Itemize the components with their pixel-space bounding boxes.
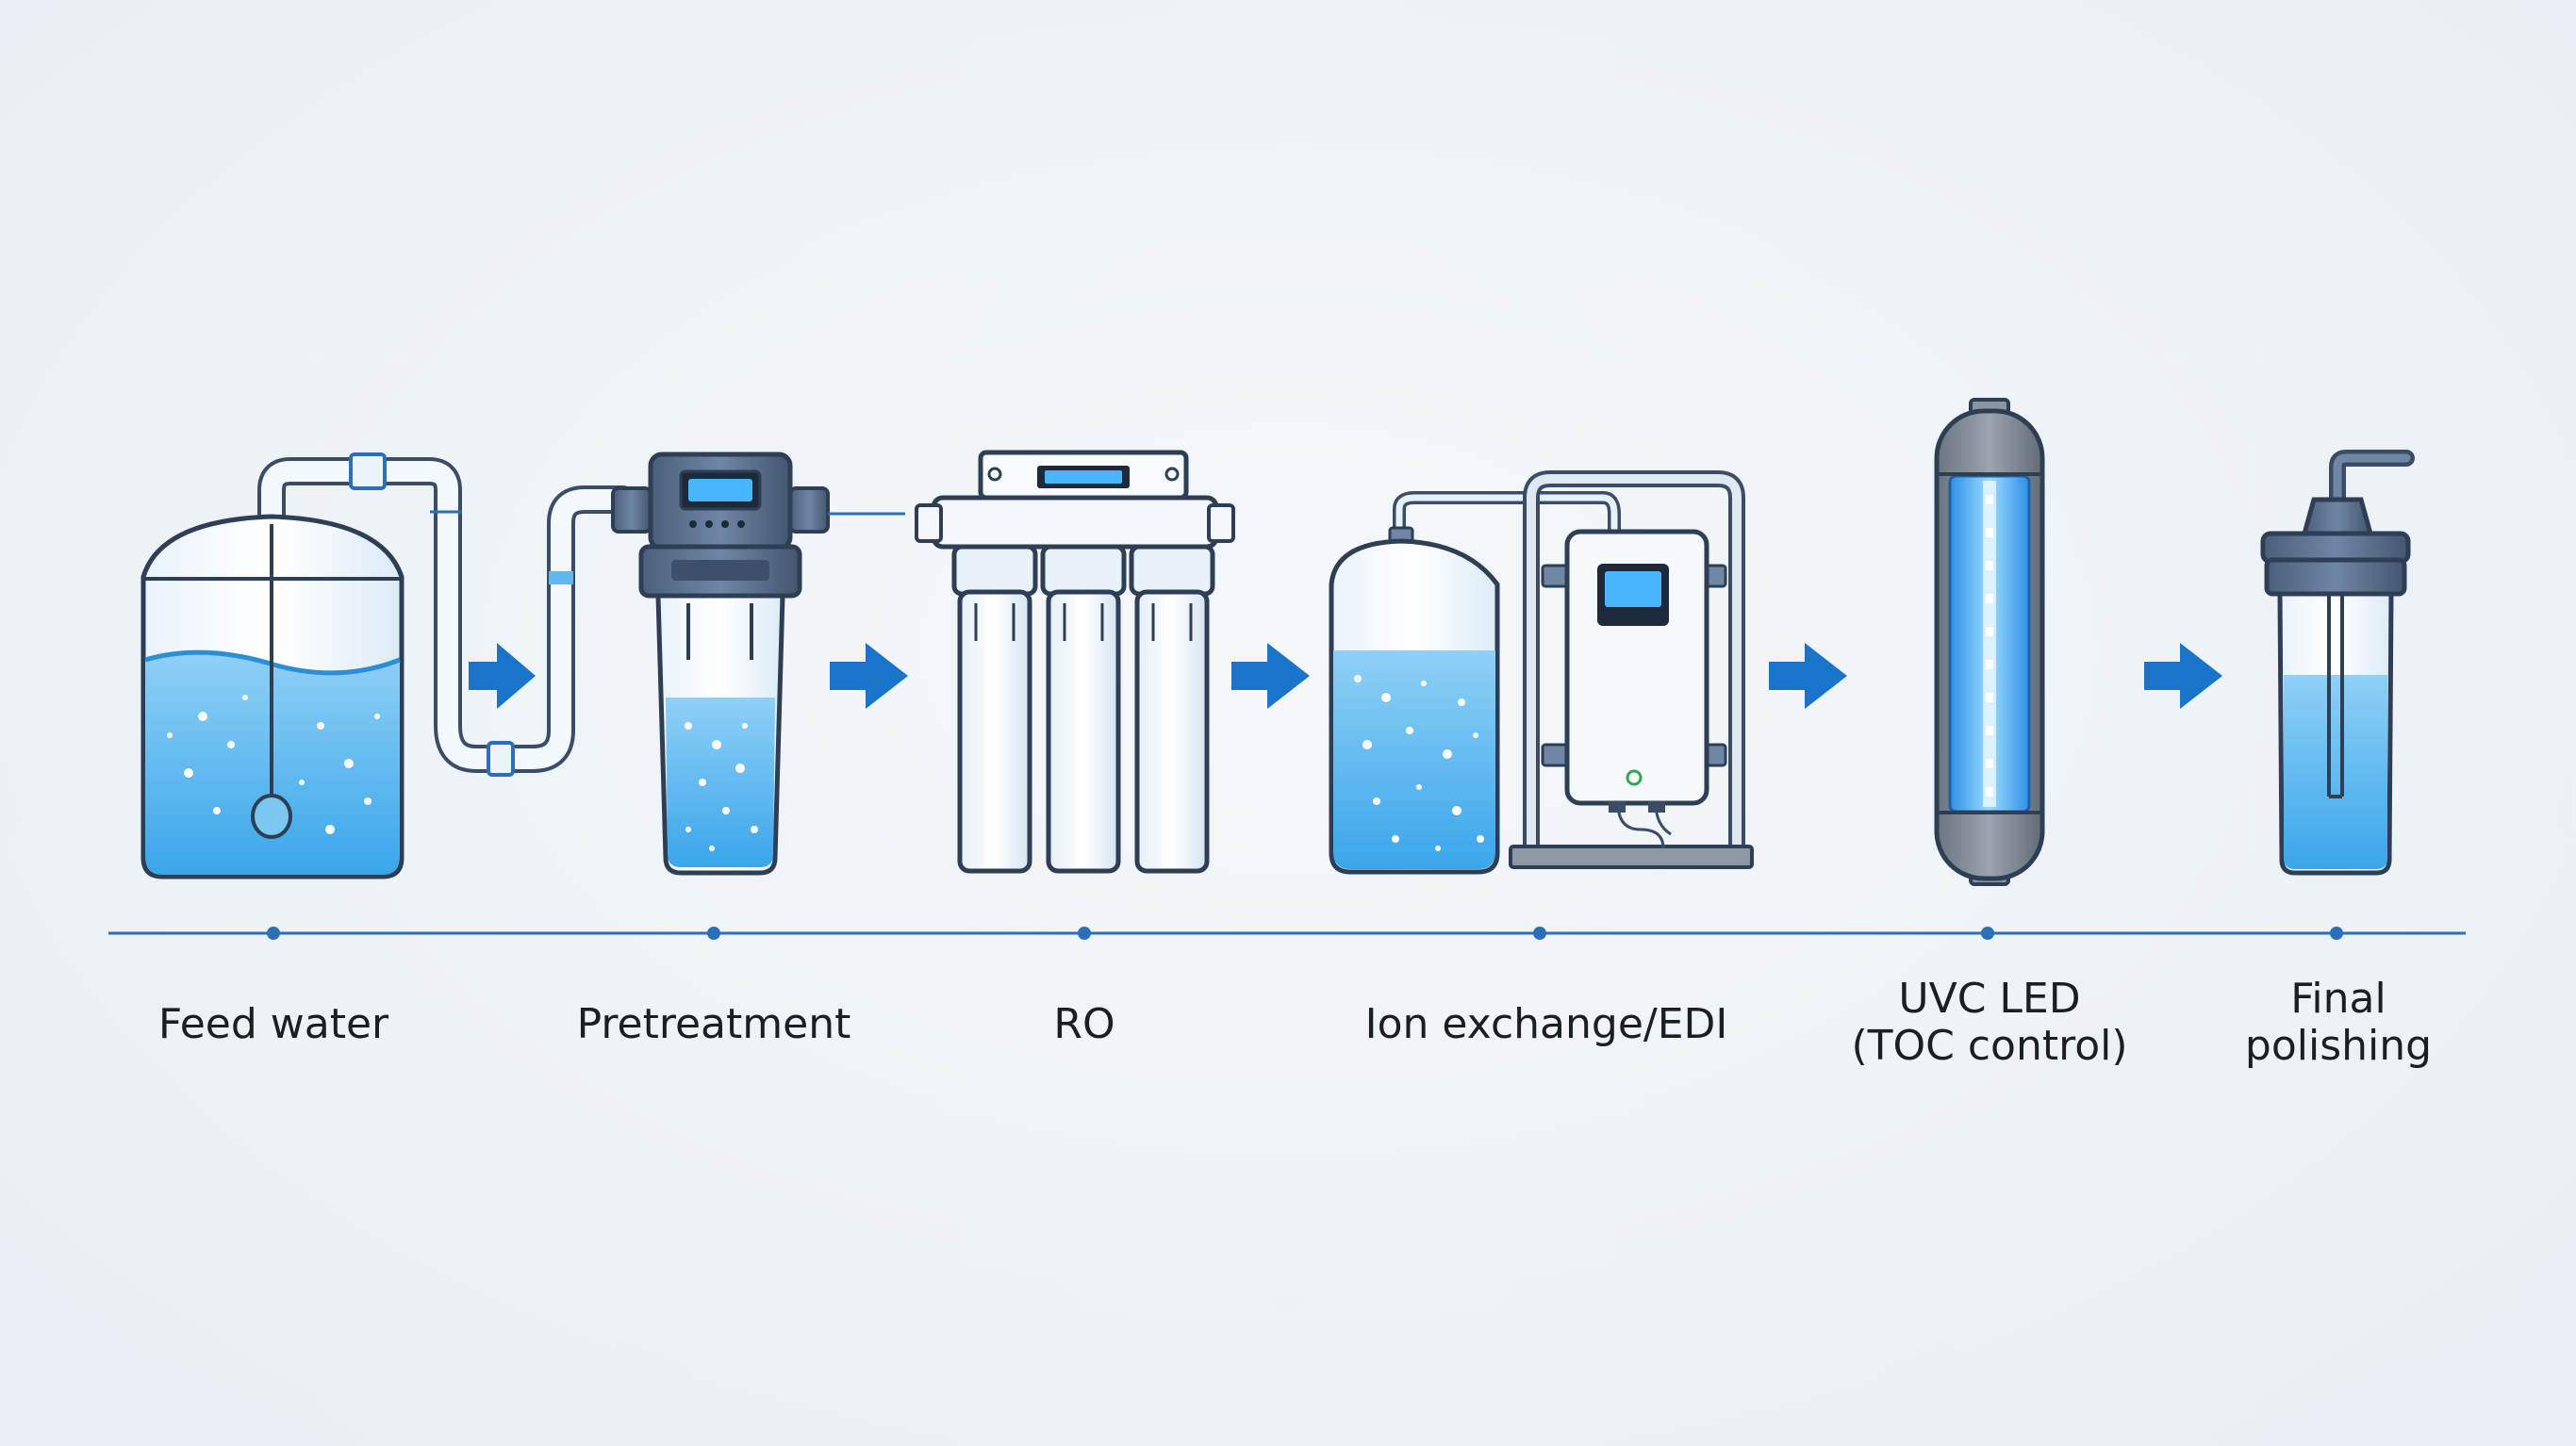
- label-line: Pretreatment: [576, 1000, 851, 1048]
- label-feed-water: Feed water: [28, 1001, 519, 1048]
- polishing-cartridge-icon: [2260, 450, 2415, 876]
- arrow-icon: [830, 643, 908, 709]
- timeline-dot: [2330, 927, 2343, 940]
- label-final-polishing: Final polishing: [2093, 976, 2576, 1070]
- flow-arrows: [469, 643, 2222, 709]
- label-line: UVC LED: [1898, 975, 2081, 1023]
- label-line: polishing: [2244, 1022, 2433, 1070]
- timeline-dot: [267, 927, 280, 940]
- timeline-dot: [1078, 927, 1091, 940]
- timeline: [108, 927, 2466, 940]
- arrow-icon: [2144, 643, 2222, 709]
- label-line: Final: [2290, 975, 2386, 1023]
- timeline-dot: [707, 927, 720, 940]
- feed-tank-icon: [140, 452, 636, 879]
- label-line: Ion exchange/EDI: [1364, 1000, 1728, 1048]
- arrow-icon: [469, 643, 536, 709]
- label-line: RO: [1053, 1000, 1115, 1048]
- label-pretreatment: Pretreatment: [469, 1001, 959, 1048]
- arrow-icon: [1231, 643, 1310, 709]
- arrow-icon: [1769, 643, 1847, 709]
- timeline-dot: [1981, 927, 1994, 940]
- edi-unit-icon: [1329, 470, 1754, 875]
- label-uvc-led: UVC LED (TOC control): [1744, 976, 2235, 1070]
- ro-unit-icon: [915, 450, 1235, 874]
- pretreatment-filter-icon: [611, 452, 905, 876]
- timeline-dot: [1533, 927, 1546, 940]
- label-line: Feed water: [157, 1000, 389, 1048]
- label-ro: RO: [839, 1001, 1329, 1048]
- uvc-reactor-icon: [1934, 398, 2045, 886]
- label-line: (TOC control): [1851, 1022, 2128, 1070]
- label-ion-exchange-edi: Ion exchange/EDI: [1301, 1001, 1792, 1048]
